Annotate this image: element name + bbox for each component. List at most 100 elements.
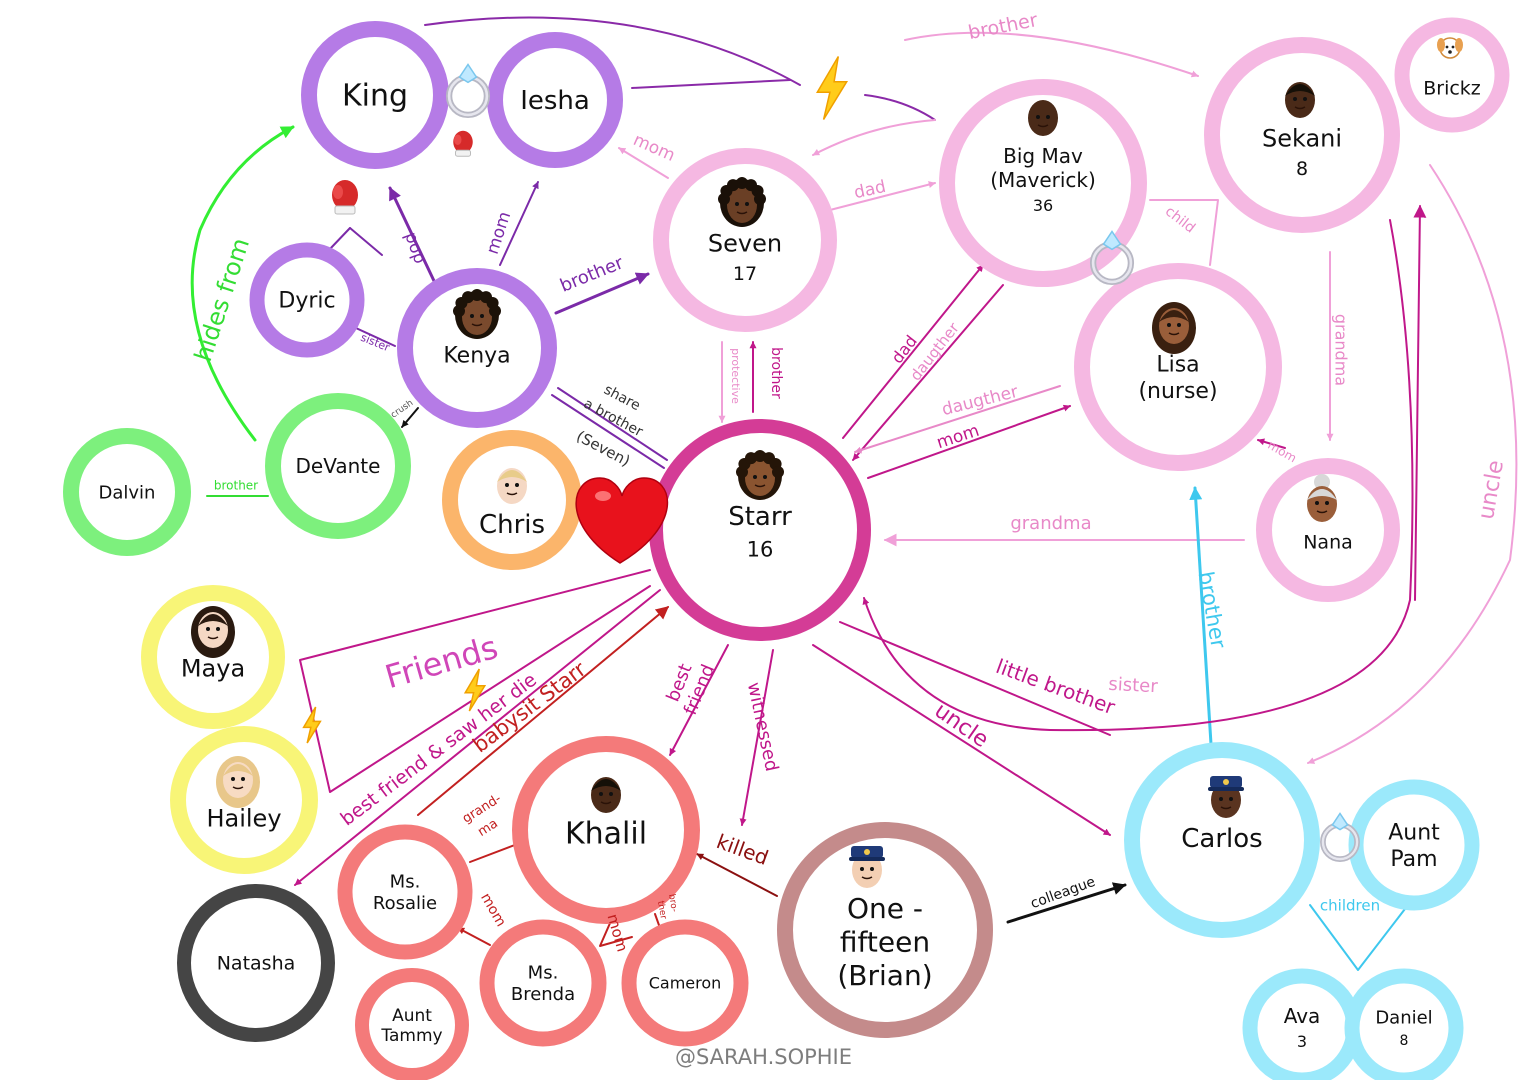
- relationship-line: [457, 927, 491, 946]
- relationship-line: [328, 227, 351, 251]
- watermark: @SARAH.SOPHIE: [674, 1045, 853, 1069]
- node-ring: [265, 393, 411, 539]
- node-label: Carlos: [1181, 824, 1262, 854]
- node-ring: [1074, 263, 1282, 471]
- police-dark-emoji-icon: [1208, 776, 1244, 818]
- relationship-line: [294, 589, 661, 886]
- relationship-line: [388, 186, 437, 285]
- node-ring: [621, 919, 749, 1047]
- node-ring: [487, 32, 623, 168]
- node-sekani: Sekani 8: [1204, 37, 1400, 233]
- node-label: 8: [1400, 1033, 1409, 1049]
- label-pop: pop: [400, 230, 430, 267]
- node-ring: [1124, 742, 1320, 938]
- label-colleague: colleague: [1028, 874, 1097, 912]
- node-label: Ms.: [528, 963, 559, 984]
- boxing-glove-icon: [453, 130, 473, 157]
- node-ring: [397, 268, 557, 428]
- node-label: One -: [847, 892, 923, 925]
- node-devante: DeVante: [265, 393, 411, 539]
- node-rosalie: Ms.Rosalie: [337, 824, 473, 960]
- node-carlos: Carlos: [1124, 742, 1320, 938]
- node-brenda: Ms.Brenda: [479, 919, 607, 1047]
- label-mom-rosalie: mom: [477, 890, 509, 929]
- label-sister-carlos: sister: [1108, 674, 1159, 698]
- node-label: Starr: [728, 502, 792, 532]
- heart-icon: [575, 477, 669, 564]
- node-khalil: Khalil: [512, 736, 700, 924]
- node-dyric: Dyric: [249, 242, 365, 358]
- node-label: fifteen: [840, 925, 930, 958]
- node-label: Brenda: [511, 984, 575, 1005]
- node-iesha: Iesha: [487, 32, 623, 168]
- decorations: [302, 56, 1360, 862]
- node-nana: Nana: [1256, 458, 1400, 602]
- relationship-line: [1307, 164, 1518, 764]
- relationship-line: [499, 181, 539, 266]
- label-mom-iesha-seven: mom: [630, 130, 678, 166]
- label-grandma-rosalie2: ma: [475, 816, 500, 840]
- node-label: Aunt: [392, 1006, 432, 1026]
- node-label: 17: [733, 263, 757, 285]
- node-ring: [337, 824, 473, 960]
- node-label: Sekani: [1262, 124, 1342, 152]
- relationship-line: [631, 79, 791, 89]
- label-brother-seven: brother: [768, 347, 784, 399]
- boxing-glove-icon: [332, 180, 358, 215]
- node-label: Iesha: [520, 86, 590, 116]
- node-king: King: [301, 21, 449, 169]
- relationship-line: [424, 16, 801, 86]
- lightning-icon: [463, 668, 487, 712]
- ring-icon: [445, 63, 491, 119]
- node-label: DeVante: [296, 454, 381, 478]
- node-label: Pam: [1390, 847, 1437, 872]
- node-label: Hailey: [206, 804, 281, 832]
- label-daugther2: daugther: [940, 382, 1020, 420]
- man-bald-dark-emoji-icon: [1028, 100, 1058, 136]
- node-label: Khalil: [565, 817, 647, 852]
- ring-icon: [1089, 230, 1135, 286]
- dog-emoji-icon: [1437, 37, 1463, 59]
- node-ring: [1204, 37, 1400, 233]
- node-ring: [1344, 968, 1464, 1080]
- label-mom-nana: mom: [1265, 438, 1299, 465]
- relationship-line: [554, 272, 650, 315]
- relationship-line: [696, 853, 778, 897]
- relationship-line: [557, 387, 668, 461]
- relationship-line: [854, 385, 1061, 454]
- node-label: Natasha: [217, 953, 296, 975]
- person-curly-dark-emoji-icon: [718, 177, 766, 227]
- relationship-line: [618, 147, 669, 179]
- node-label: Tammy: [380, 1026, 442, 1046]
- grandma-emoji-icon: [1307, 474, 1337, 522]
- label-mom-lisa: mom: [934, 421, 982, 453]
- boy-light-emoji-icon: [497, 468, 527, 504]
- node-bigmav: Big Mav(Maverick)36: [939, 79, 1147, 287]
- node-label: Maya: [181, 654, 245, 682]
- police-light-emoji-icon: [849, 846, 885, 888]
- node-label: 8: [1296, 158, 1308, 180]
- boy-dark-emoji-icon: [591, 777, 621, 813]
- node-ring: [63, 428, 191, 556]
- node-label: Dyric: [278, 289, 335, 314]
- label-brother-cameron2: ther: [655, 900, 668, 920]
- node-ring: [355, 968, 469, 1080]
- label-grandma-rosalie1: grand-: [460, 791, 504, 827]
- relationship-line: [739, 649, 774, 826]
- relationship-line: [1309, 904, 1409, 971]
- node-label: King: [342, 79, 408, 114]
- label-killed: killed: [713, 829, 771, 870]
- relationship-line: [349, 227, 383, 256]
- relationship-line: [417, 606, 669, 816]
- node-label: Kenya: [443, 344, 510, 369]
- node-label: Dalvin: [99, 482, 156, 503]
- node-ring: [939, 79, 1147, 287]
- relationship-line: [599, 913, 633, 947]
- relationship-line: [842, 264, 984, 439]
- girl-curly-emoji-icon: [736, 450, 784, 500]
- relationship-line: [839, 621, 1111, 736]
- girl-dark-emoji-icon: [453, 289, 501, 339]
- node-label: Lisa: [1156, 353, 1199, 378]
